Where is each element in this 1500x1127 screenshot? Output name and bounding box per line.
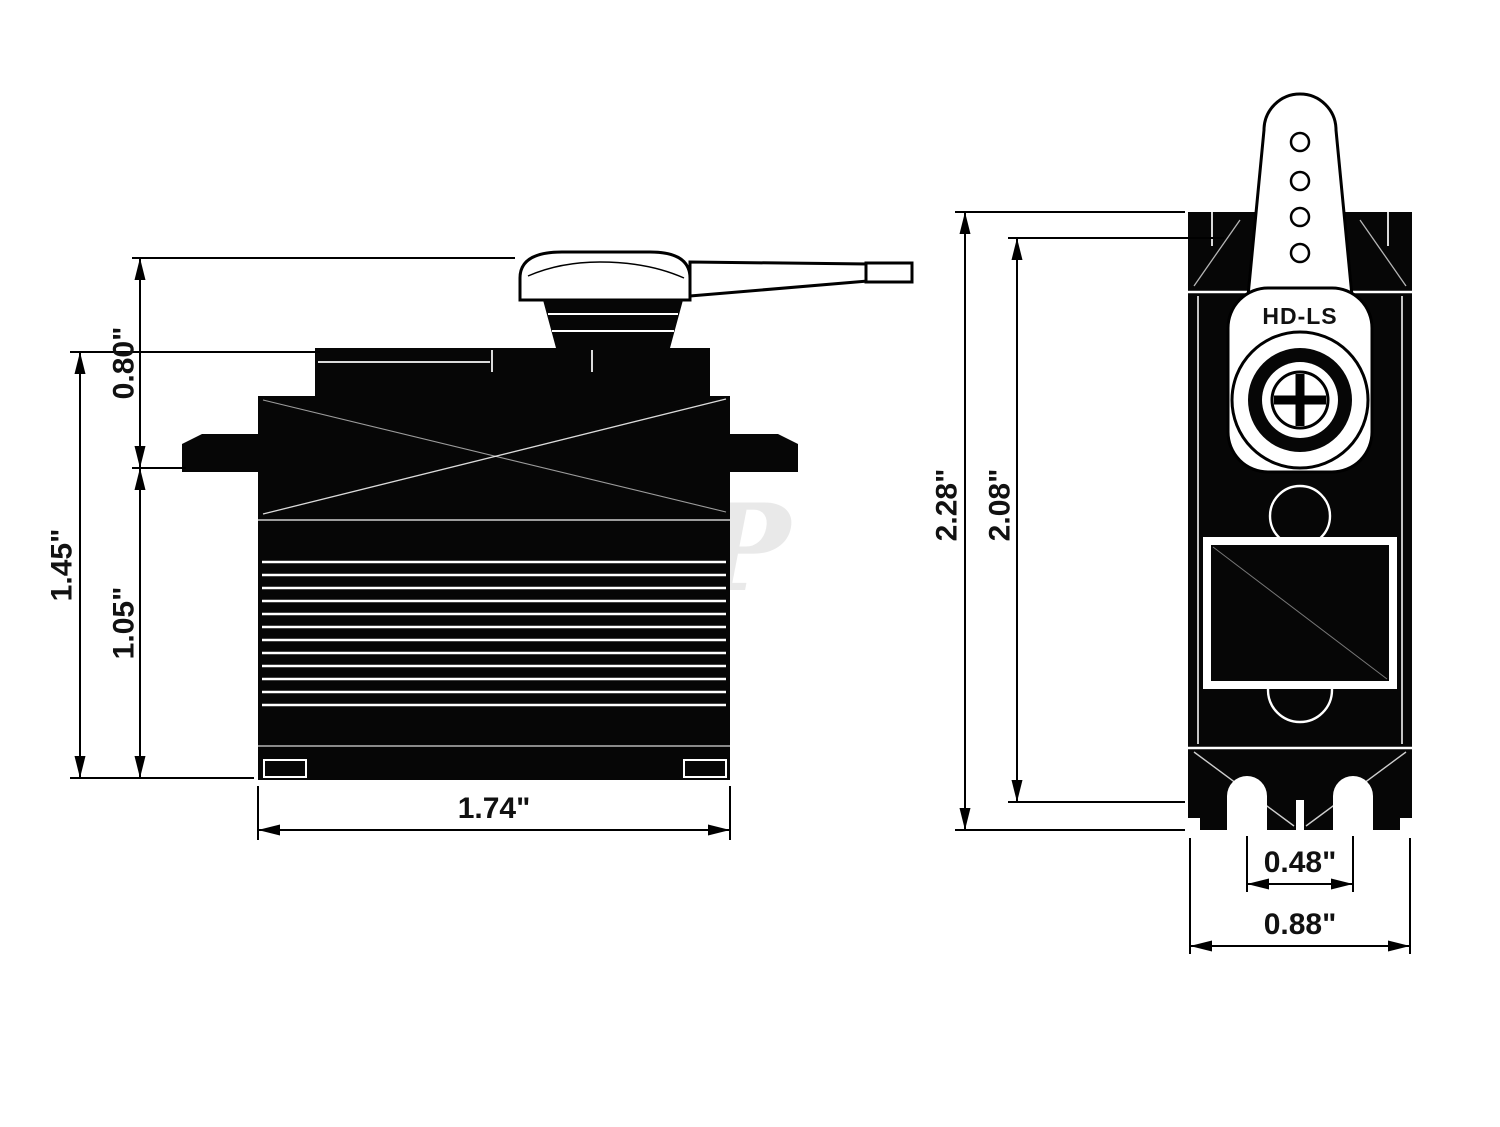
servo-horn-side	[518, 250, 914, 302]
dim-side-body-height-label: 1.05"	[108, 587, 141, 660]
front-view: HD-LS 2.28" 2.08" 0.4	[931, 92, 1412, 954]
horn-hole	[1289, 170, 1311, 192]
horn-hole	[1289, 131, 1311, 153]
dimension-side-horn-offset	[132, 257, 515, 778]
dimension-side-width	[257, 786, 731, 840]
flange-corner-notch-right	[1400, 818, 1412, 832]
dim-front-width-label: 0.88"	[1264, 908, 1337, 941]
dim-side-horn-offset-label: 0.80"	[108, 327, 141, 400]
servo-body-side	[182, 348, 798, 780]
dim-front-total-height-label: 2.28"	[931, 469, 964, 542]
flange-corner-notch-left	[1188, 818, 1200, 832]
body-ribs	[262, 560, 726, 707]
horn-model-label: HD-LS	[1262, 303, 1337, 329]
side-view: 1.45" 0.80" 1.05" 1.74"	[46, 250, 914, 840]
servo-output-shaft-side	[543, 300, 683, 348]
dimension-front-slot-spacing	[1246, 836, 1354, 892]
mounting-slot-left	[1227, 776, 1267, 832]
dimension-front-total-height	[955, 211, 1185, 831]
horn-hole	[1289, 242, 1311, 264]
dim-front-slot-spacing-label: 0.48"	[1264, 846, 1337, 879]
dim-front-mount-height-label: 2.08"	[984, 469, 1017, 542]
dimension-side-total-height	[70, 351, 320, 779]
dim-side-width-label: 1.74"	[458, 792, 531, 825]
flange-center-notch	[1296, 800, 1304, 832]
phillips-screw-icon	[1230, 330, 1370, 470]
dim-side-total-height-label: 1.45"	[46, 529, 79, 602]
mounting-slot-right	[1333, 776, 1373, 832]
mounting-flange-right	[730, 434, 798, 472]
case-foot-left	[263, 759, 307, 778]
label-plate	[1203, 537, 1397, 689]
dimension-front-width	[1189, 838, 1411, 954]
horn-hole	[1289, 206, 1311, 228]
dimension-front-mount-height	[1008, 237, 1224, 803]
mounting-flange-left	[182, 434, 258, 472]
case-foot-right	[683, 759, 727, 778]
